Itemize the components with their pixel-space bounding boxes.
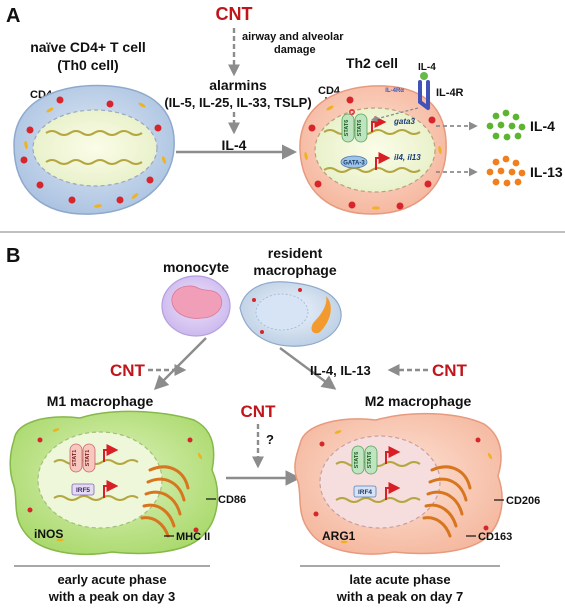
cd163-label: CD163 [478, 531, 512, 543]
m1-promoter-arrow-2 [103, 480, 119, 498]
early-phase-label-1: early acute phase [57, 572, 166, 587]
il4-output-label: IL-4 [530, 118, 555, 134]
cnt-label-left: CNT [110, 361, 146, 380]
m2-promoter-arrow-1 [385, 446, 401, 464]
il13-cytokine-cluster [486, 155, 526, 187]
cd86-label: CD86 [218, 494, 246, 506]
resident-macrophage-label-2: macrophage [253, 262, 336, 278]
il4-ligand-label: IL-4 [418, 62, 436, 73]
il4-cytokine-cluster [486, 109, 526, 141]
question-mark: ? [266, 432, 274, 447]
late-phase-label-2: with a peak on day 7 [336, 589, 463, 604]
naive-nucleus [32, 109, 158, 187]
alarmins-list: (IL-5, IL-25, IL-33, TSLP) [164, 95, 311, 110]
stat1-label: STAT1 [85, 450, 91, 467]
monocyte-cell [161, 275, 231, 337]
late-phase-label-1: late acute phase [349, 572, 450, 587]
th2-cell: STAT6 STAT6 P gata3 GATA-3 il4, il13 [299, 85, 447, 215]
gata3-gene-label: gata3 [393, 117, 415, 126]
stat1-label: STAT1 [72, 450, 78, 467]
stat1-protein [82, 443, 96, 473]
m2-title: M2 macrophage [365, 393, 472, 409]
stat1-protein [69, 443, 83, 473]
monocyte-to-m1-arrow [153, 337, 207, 391]
m2-promoter-arrow-2 [385, 482, 401, 500]
stat6-label: STAT6 [357, 120, 363, 137]
arg1-label: ARG1 [322, 529, 356, 543]
cd206-label: CD206 [506, 495, 540, 507]
cnt-label-top: CNT [216, 4, 253, 24]
receptor-to-stat6-arrow [370, 107, 419, 122]
naive-cell-title-1: naïve CD4+ T cell [30, 39, 146, 55]
irf4-protein [353, 485, 377, 498]
phospho-label: P [350, 110, 353, 115]
m2-nucleus [319, 435, 441, 529]
gata3-protein-label: GATA-3 [343, 161, 365, 167]
resident-macrophage-label-1: resident [268, 245, 323, 261]
il4-il13-label: IL-4, IL-13 [310, 363, 371, 378]
il4ra-label: IL-4Rα [385, 88, 404, 94]
stat6-label: STAT6 [367, 452, 373, 469]
m1-macrophage-cell: STAT1 STAT1 IRF5 [9, 410, 219, 555]
panel-a-letter: A [6, 5, 20, 27]
il4-receptor [418, 72, 430, 110]
alarmins-label: alarmins [209, 77, 267, 93]
naive-cell-title-2: (Th0 cell) [57, 57, 118, 73]
il4-il13-promoter-arrow [375, 152, 391, 170]
il4-il13-gene-label: il4, il13 [394, 153, 421, 162]
panel-b-letter: B [6, 245, 20, 267]
early-phase-label-2: with a peak on day 3 [48, 589, 175, 604]
il4-center-label: IL-4 [222, 137, 247, 153]
th2-nucleus [314, 107, 436, 193]
m1-promoter-arrow-1 [103, 444, 119, 462]
stat6-protein [354, 113, 368, 143]
cnt-label-middle: CNT [241, 402, 277, 421]
stat6-protein [351, 445, 365, 475]
irf5-label: IRF5 [76, 487, 90, 494]
stat6-protein [341, 113, 355, 143]
resident-macrophage-cell [239, 281, 342, 347]
resident-to-m2-arrow [279, 347, 337, 390]
mhc2-label: MHC II [176, 531, 210, 543]
gata3-promoter-arrow [371, 116, 387, 132]
il13-output-label: IL-13 [530, 164, 563, 180]
stat6-label: STAT6 [344, 120, 350, 137]
stat6-protein [364, 445, 378, 475]
m1-nucleus [37, 431, 163, 529]
cnt-label-right: CNT [432, 361, 468, 380]
irf4-label: IRF4 [358, 489, 372, 496]
gata3-protein [340, 155, 368, 169]
th2-title: Th2 cell [346, 55, 398, 71]
stat6-label: STAT6 [354, 452, 360, 469]
monocyte-label: monocyte [163, 259, 229, 275]
inos-label: iNOS [34, 527, 63, 541]
naive-t-cell [13, 84, 175, 215]
m1-title: M1 macrophage [47, 393, 154, 409]
il4r-label: IL-4R [436, 87, 464, 99]
irf5-protein [71, 483, 95, 496]
damage-label-1: airway and alveolar [242, 31, 344, 43]
m2-macrophage-cell: STAT6 STAT6 IRF4 [294, 412, 503, 555]
damage-label-2: damage [274, 44, 316, 56]
